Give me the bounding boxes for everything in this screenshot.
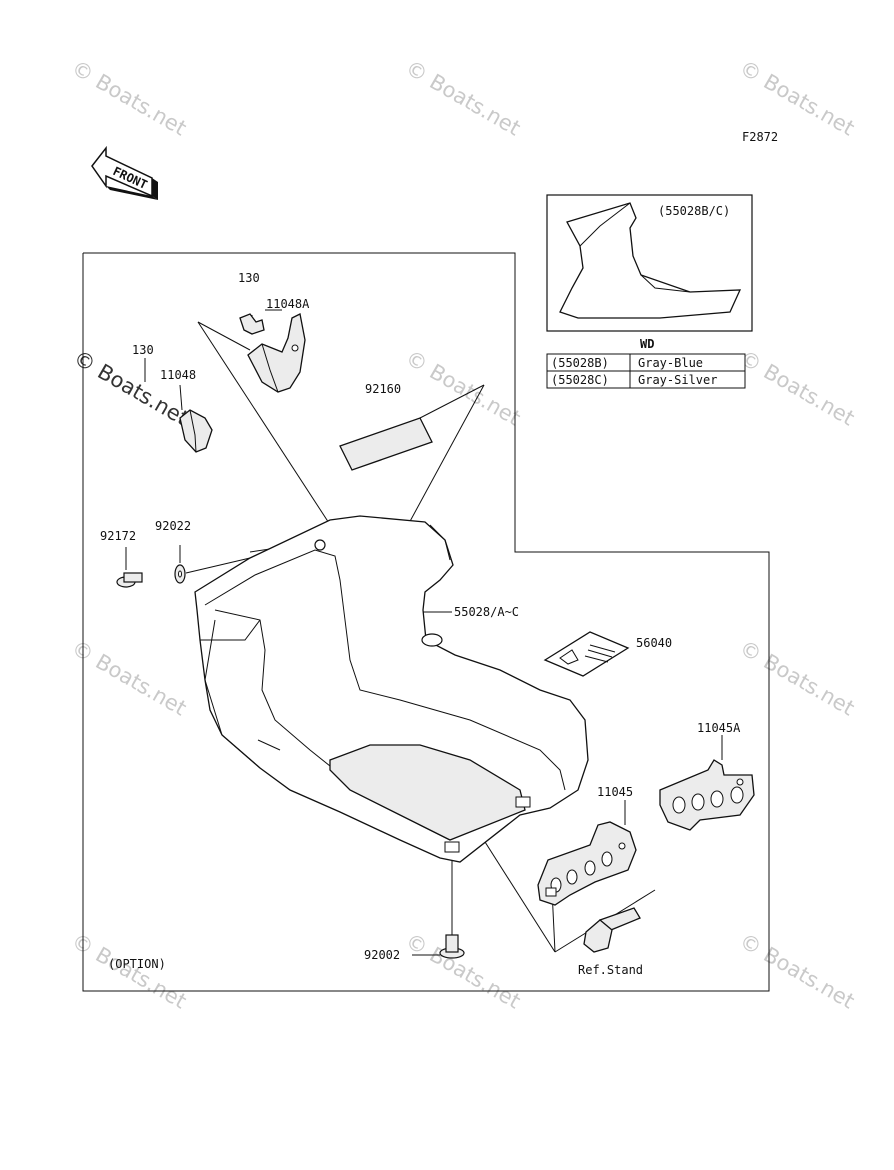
wd-row-code: (55028B) (551, 356, 609, 370)
watermark-dark: © Boats.net (70, 346, 193, 431)
part-label-92172: 92172 (100, 529, 136, 543)
part-label-11048: 11048 (160, 368, 196, 382)
watermark: © Boats.net (736, 56, 859, 141)
part-label-ref-stand: Ref.Stand (578, 963, 643, 977)
bolt-92172 (116, 572, 143, 588)
watermark: © Boats.net (68, 636, 191, 721)
part-label-92022: 92022 (155, 519, 191, 533)
wd-header: WD (640, 337, 654, 351)
label-56040 (543, 631, 630, 677)
watermark: © Boats.net (68, 56, 191, 141)
front-arrow-icon: FRONT (91, 145, 158, 200)
part-label-92002: 92002 (364, 948, 400, 962)
inset-box: (55028B/C) (546, 194, 753, 332)
watermark: © Boats.net (736, 636, 859, 721)
bracket-11048a (239, 313, 306, 393)
inset-fairing-sketch (559, 202, 742, 319)
watermark: © Boats.net (736, 346, 859, 431)
part-label-11045a: 11045A (697, 721, 741, 735)
watermark: © Boats.net (402, 56, 525, 141)
part-label-11048a: 11048A (266, 297, 310, 311)
bracket-11045a (659, 759, 755, 831)
washer-92022 (174, 564, 186, 584)
figure-code: F2872 (742, 130, 778, 144)
wd-row-color: Gray-Silver (638, 373, 717, 387)
pad-92160 (339, 417, 433, 471)
stand-bolt (583, 907, 641, 953)
main-frame (82, 252, 770, 992)
part-label-56040: 56040 (636, 636, 672, 650)
inset-label: (55028B/C) (658, 204, 730, 218)
part-label-11045: 11045 (597, 785, 633, 799)
wd-row-code: (55028C) (551, 373, 609, 387)
watermark: © Boats.net (736, 929, 859, 1014)
bracket-11048 (179, 409, 213, 453)
watermark: © Boats.net (402, 929, 525, 1014)
part-label-130: 130 (238, 271, 260, 285)
option-label: (OPTION) (108, 957, 166, 971)
part-label-92160: 92160 (365, 382, 401, 396)
wd-row-color: Gray-Blue (638, 356, 703, 370)
part-labels: 130 11048A 130 11048 92160 92172 92022 5… (100, 271, 741, 977)
bracket-11045 (537, 821, 637, 906)
part-label-55028: 55028/A~C (454, 605, 519, 619)
screw-92002 (439, 934, 465, 959)
wd-table: WD (55028B) Gray-Blue (55028C) Gray-Silv… (546, 337, 746, 389)
part-label-130: 130 (132, 343, 154, 357)
under-cowl-fairing (194, 515, 589, 863)
